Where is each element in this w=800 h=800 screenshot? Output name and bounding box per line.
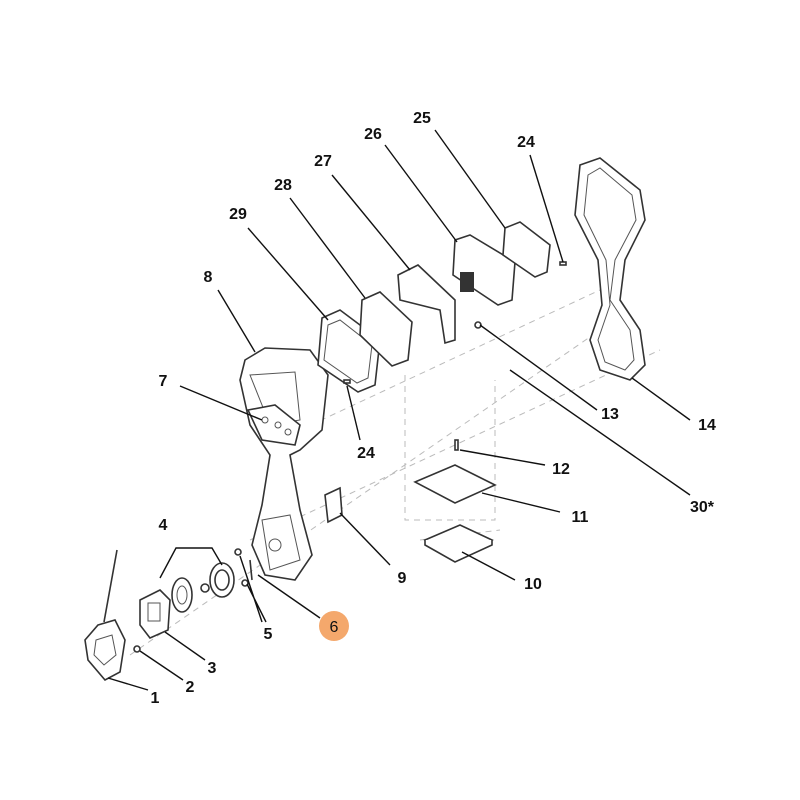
part-27-bracket[interactable] bbox=[397, 264, 456, 345]
callout-5[interactable]: 5 bbox=[264, 626, 273, 643]
callout-4[interactable]: 4 bbox=[159, 517, 168, 534]
callout-9[interactable]: 9 bbox=[398, 570, 407, 587]
callout-6-highlighted[interactable]: 6 bbox=[330, 619, 339, 636]
part-12-pin[interactable] bbox=[454, 439, 459, 451]
callout-14[interactable]: 14 bbox=[698, 417, 716, 434]
part-2-screw[interactable] bbox=[133, 645, 141, 653]
part-11-sheet[interactable] bbox=[413, 464, 497, 504]
callout-12[interactable]: 12 bbox=[552, 461, 570, 478]
callout-8[interactable]: 8 bbox=[204, 269, 213, 286]
callout-11[interactable]: 11 bbox=[572, 509, 589, 526]
callout-28[interactable]: 28 bbox=[274, 177, 292, 194]
part-4-discs[interactable] bbox=[171, 562, 235, 613]
callout-29[interactable]: 29 bbox=[229, 206, 247, 223]
callout-10[interactable]: 10 bbox=[524, 576, 542, 593]
part-10-pad[interactable] bbox=[423, 524, 494, 563]
callout-27[interactable]: 27 bbox=[314, 153, 332, 170]
leader-lines bbox=[107, 129, 691, 691]
highlight-marker bbox=[319, 611, 349, 641]
part-25-lcd[interactable] bbox=[502, 221, 551, 278]
part-3-bracket[interactable] bbox=[139, 589, 171, 639]
part-8-housing[interactable] bbox=[239, 347, 329, 581]
part-26-circuit-board[interactable] bbox=[452, 234, 516, 306]
part-5-pins[interactable] bbox=[234, 548, 253, 587]
part-9-clip[interactable] bbox=[324, 486, 343, 524]
callout-26[interactable]: 26 bbox=[364, 126, 382, 143]
callout-7[interactable]: 7 bbox=[159, 373, 168, 390]
callout-30[interactable]: 30* bbox=[690, 499, 715, 516]
part-14-gasket[interactable] bbox=[574, 157, 646, 381]
part-28-display[interactable] bbox=[359, 291, 413, 367]
callout-labels: 1 2 3 4 5 6 7 8 9 10 11 12 13 14 24 24 2… bbox=[151, 110, 716, 707]
callout-24-upper[interactable]: 24 bbox=[517, 134, 535, 151]
callout-2[interactable]: 2 bbox=[186, 679, 195, 696]
part-1-lanyard[interactable] bbox=[84, 549, 126, 682]
callout-25[interactable]: 25 bbox=[413, 110, 431, 127]
callout-13[interactable]: 13 bbox=[601, 406, 619, 423]
callout-1[interactable]: 1 bbox=[151, 690, 160, 707]
callout-24-lower[interactable]: 24 bbox=[357, 445, 375, 462]
callout-3[interactable]: 3 bbox=[208, 660, 217, 677]
